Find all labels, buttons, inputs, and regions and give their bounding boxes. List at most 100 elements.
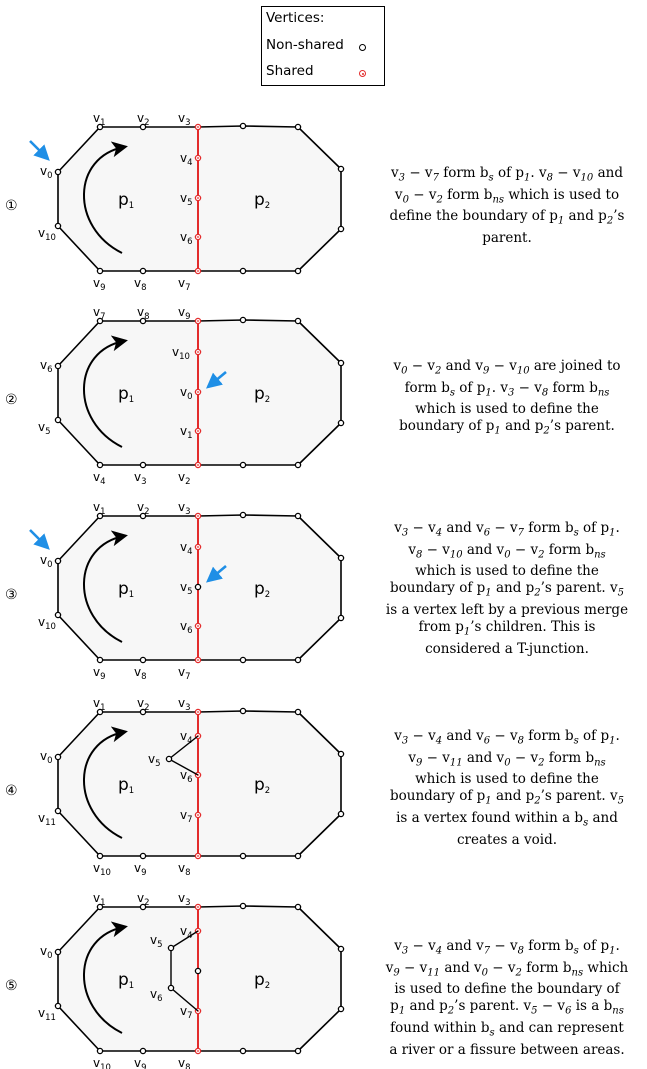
vertex-4 (96, 461, 104, 469)
vertex-2 (139, 512, 147, 520)
vertex-4 (96, 656, 104, 664)
p2-vertex-5 (239, 656, 247, 664)
inner-vertex-label-0: v5 (150, 933, 163, 950)
description-line: which is used to define the (415, 563, 599, 580)
curved-arrow-icon (83, 530, 128, 643)
vertex-1 (96, 123, 104, 131)
vertex-label-bottom-2: v9 (134, 861, 147, 878)
shared-vertex-1 (194, 583, 202, 591)
vertex-6-dot (197, 464, 199, 466)
shared-vertex-1-dot (197, 197, 199, 199)
polygon-label-p1: p1 (118, 190, 134, 211)
vertex-0 (54, 753, 62, 761)
description-line: v0 − v2 form bns which is used to (394, 186, 620, 206)
vertex-5 (139, 267, 147, 275)
mid-vertex (194, 967, 202, 975)
panel-description-5: v3 − v4 and v7 − v8 form bs of p1.v9 − v… (372, 938, 642, 1059)
p2-vertex-4 (294, 852, 302, 860)
p2-vertex-5 (239, 852, 247, 860)
vertex-label-top-1: v7 (93, 305, 106, 322)
shared-vertex-2-dot (197, 430, 199, 432)
vertex-label-top-1: v1 (93, 696, 106, 713)
vertex-1 (96, 903, 104, 911)
inner-vertex-0 (167, 944, 175, 952)
vertex-6-dot (197, 855, 199, 857)
polygon-outline (57, 905, 342, 1052)
curved-arrow-icon (83, 726, 128, 839)
vertex-label-bottom-3: v2 (178, 470, 191, 487)
blue-arrow-icon (206, 371, 227, 389)
description-line: which is used to define the (415, 401, 599, 418)
vertex-3-dot (197, 126, 199, 128)
p2-vertex-2 (337, 359, 345, 367)
vertex-1 (96, 317, 104, 325)
shared-vertex-0-dot (197, 157, 199, 159)
shared-vertex-2-dot (197, 236, 199, 238)
vertex-label-top-3: v3 (178, 111, 191, 128)
vertex-2 (139, 903, 147, 911)
description-line: v9 − v11 and v0 − v2 form bns (408, 749, 606, 769)
shared-vertex-0-dot (197, 546, 199, 548)
blue-arrow-icon (29, 140, 50, 161)
polygon-label-p1: p1 (118, 970, 134, 991)
vertex-3-dot (197, 906, 199, 908)
description-line: found within bs and can represent (390, 1020, 624, 1039)
vertex-0 (54, 557, 62, 565)
legend-shared-label: Shared (266, 63, 314, 79)
vertex-7 (54, 807, 62, 815)
shared-vertex-label-1: v7 (180, 1004, 193, 1021)
p2-vertex-3 (337, 225, 345, 233)
polygon-outline (57, 710, 342, 857)
description-line: v3 − v4 and v7 − v8 form bs of p1. (394, 938, 620, 957)
vertex-6-dot (197, 270, 199, 272)
shared-vertex-label-2: v6 (180, 230, 193, 247)
vertex-label-left-bottom: v11 (38, 811, 56, 828)
panel-number: ② (5, 392, 18, 408)
vertex-label-top-2: v8 (137, 305, 150, 322)
hollow-vertex-icon (359, 44, 366, 51)
vertex-4 (96, 267, 104, 275)
inner-vertex-1 (167, 984, 175, 992)
p2-vertex-4 (294, 267, 302, 275)
shared-vertex-label-1: v5 (180, 580, 193, 597)
vertex-0 (54, 168, 62, 176)
p2-vertex-4 (294, 461, 302, 469)
vertex-1 (96, 708, 104, 716)
vertex-label-left-top: v0 (40, 164, 53, 181)
vertex-7 (54, 1002, 62, 1010)
vertex-2 (139, 123, 147, 131)
vertex-label-left-bottom: v10 (38, 226, 56, 243)
p2-vertex-0 (239, 707, 247, 715)
shared-vertex-2-dot (197, 814, 199, 816)
p2-vertex-1 (294, 123, 302, 131)
vertex-3-dot (197, 320, 199, 322)
p2-vertex-5 (239, 267, 247, 275)
panel-number: ① (5, 198, 18, 214)
p2-vertex-3 (337, 614, 345, 622)
inner-vertex-label-0: v5 (148, 752, 161, 769)
panel-number: ⑤ (5, 978, 18, 994)
p2-vertex-5 (239, 1047, 247, 1055)
shared-vertex-1-dot (197, 391, 199, 393)
vertex-label-bottom-3: v7 (178, 276, 191, 293)
description-line: is a vertex found within a bs and (396, 810, 618, 829)
p2-vertex-0 (239, 902, 247, 910)
vertex-label-bottom-2: v8 (134, 276, 147, 293)
panel-description-3: v3 − v4 and v6 − v7 form bs of p1.v8 − v… (372, 520, 642, 658)
p2-vertex-4 (294, 656, 302, 664)
shared-vertex-label-2: v7 (180, 808, 193, 825)
shared-vertex-icon (359, 70, 366, 77)
p2-vertex-1 (294, 708, 302, 716)
shared-vertex-label-0: v4 (180, 729, 193, 746)
vertex-label-top-2: v2 (137, 500, 150, 517)
vertex-label-top-3: v9 (178, 305, 191, 322)
vertex-label-top-1: v1 (93, 500, 106, 517)
p2-vertex-0 (239, 122, 247, 130)
vertex-5 (139, 1047, 147, 1055)
p2-vertex-0 (239, 316, 247, 324)
vertex-label-left-bottom: v11 (38, 1006, 56, 1023)
